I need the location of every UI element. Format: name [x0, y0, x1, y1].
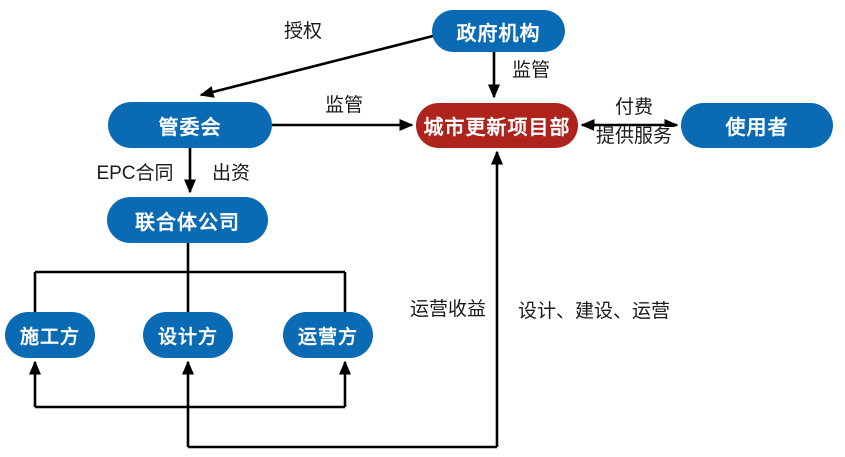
node-end-users: 使用者	[681, 103, 833, 148]
node-consortium-company: 联合体公司	[107, 197, 268, 243]
node-operation-party: 运营方	[283, 312, 373, 358]
label-capital-contribution: 出资	[209, 163, 253, 185]
label-authorization: 授权	[281, 21, 325, 43]
node-management-committee: 管委会	[108, 102, 272, 148]
label-provide-services: 提供服务	[593, 126, 675, 148]
label-supervision-committee: 监管	[322, 95, 366, 117]
edge-consortium-tree	[33, 243, 347, 313]
node-urban-renewal-project-dept: 城市更新项目部	[416, 103, 578, 148]
edge-bottom-bus	[35, 405, 497, 449]
label-supervision-government: 监管	[509, 60, 553, 82]
node-government-agency: 政府机构	[432, 10, 565, 52]
label-epc-contract: EPC合同	[94, 163, 176, 185]
node-design-party: 设计方	[143, 312, 233, 358]
label-operating-revenue: 运营收益	[409, 299, 487, 320]
label-design-build-operate: 设计、建设、运营	[517, 301, 671, 322]
edge-authorization-arrow	[199, 34, 434, 98]
node-construction-party: 施工方	[5, 312, 95, 358]
label-payment: 付费	[612, 97, 656, 119]
